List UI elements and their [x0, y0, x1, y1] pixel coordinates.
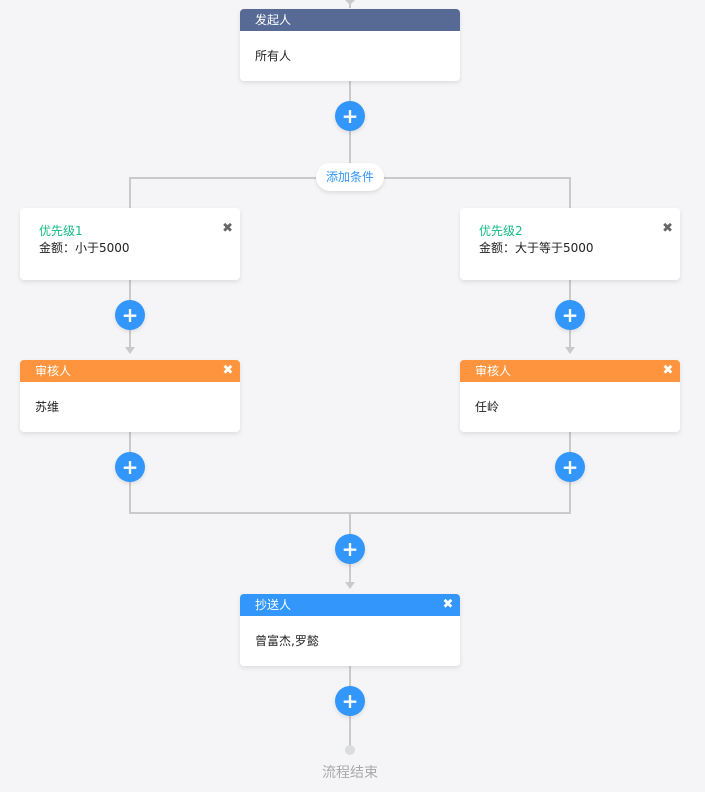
approver-node-right-content: 任岭: [475, 400, 500, 414]
notifier-node-close-icon[interactable]: ✖: [442, 597, 454, 612]
notifier-node-header: 抄送人 ✖: [240, 594, 460, 616]
condition-node-1-content: 金额：小于5000: [39, 241, 130, 255]
add-node-button-right-condition[interactable]: +: [555, 300, 585, 330]
approver-node-right[interactable]: 审核人 ✖ 任岭: [460, 360, 680, 432]
approver-node-left-content: 苏维: [35, 400, 60, 414]
starter-node-title: 发起人: [255, 13, 292, 27]
notifier-node-title: 抄送人: [255, 598, 292, 612]
add-node-button-after-notifier[interactable]: +: [335, 686, 365, 716]
notifier-node-content: 曾富杰,罗懿: [255, 634, 319, 648]
approver-node-right-header: 审核人 ✖: [460, 360, 680, 382]
flow-end-dot: [345, 745, 355, 755]
starter-node[interactable]: 发起人 所有人: [240, 9, 460, 81]
approver-node-right-close-icon[interactable]: ✖: [662, 363, 674, 378]
add-condition-button[interactable]: 添加条件: [316, 163, 384, 191]
add-node-button-after-starter[interactable]: +: [335, 101, 365, 131]
arrow-right-approver: [565, 347, 575, 354]
flow-end-label: 流程结束: [322, 765, 378, 781]
condition-node-1-close-icon[interactable]: ✖: [222, 221, 233, 236]
starter-node-content: 所有人: [255, 49, 292, 63]
approver-node-left-close-icon[interactable]: ✖: [222, 363, 234, 378]
arrow-notifier: [345, 582, 355, 589]
add-node-button-right-approver[interactable]: +: [555, 452, 585, 482]
condition-node-2[interactable]: 优先级2 ✖ 金额：大于等于5000: [460, 208, 680, 280]
connector-branch-left-down: [129, 177, 131, 208]
condition-node-1[interactable]: 优先级1 ✖ 金额：小于5000: [20, 208, 240, 280]
arrow-top-entry: [345, 0, 355, 5]
condition-node-2-close-icon[interactable]: ✖: [662, 221, 673, 236]
starter-node-header: 发起人: [240, 9, 460, 31]
condition-node-1-title: 优先级1: [39, 224, 83, 238]
connector-branch-right-down: [569, 177, 571, 208]
notifier-node[interactable]: 抄送人 ✖ 曾富杰,罗懿: [240, 594, 460, 666]
approver-node-left-header: 审核人 ✖: [20, 360, 240, 382]
condition-node-2-content: 金额：大于等于5000: [479, 241, 594, 255]
add-node-button-after-branch[interactable]: +: [335, 534, 365, 564]
approver-node-left[interactable]: 审核人 ✖ 苏维: [20, 360, 240, 432]
add-node-button-left-condition[interactable]: +: [115, 300, 145, 330]
approver-node-right-title: 审核人: [475, 364, 512, 378]
condition-node-2-title: 优先级2: [479, 224, 523, 238]
arrow-left-approver: [125, 347, 135, 354]
approver-node-left-title: 审核人: [35, 364, 72, 378]
add-node-button-left-approver[interactable]: +: [115, 452, 145, 482]
